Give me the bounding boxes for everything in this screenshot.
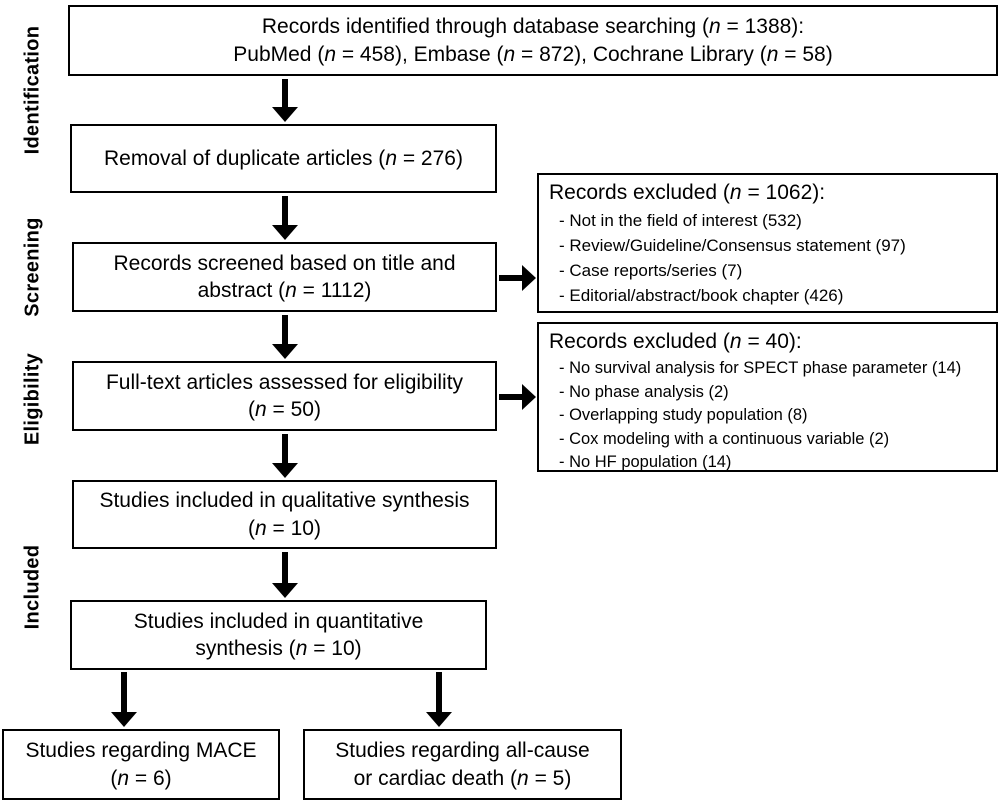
exclusion-reason: - Cox modeling with a continuous variabl… <box>559 429 890 448</box>
stage-label-screening: Screening <box>21 217 44 317</box>
stage-label-identification: Identification <box>21 25 44 155</box>
arrow-qualitative-to-quantitative <box>272 552 298 598</box>
stage-label-eligibility: Eligibility <box>21 352 44 446</box>
stage-label-included: Included <box>21 544 44 630</box>
box-records-excluded-screening: Records excluded (n = 1062): - Not in th… <box>537 173 998 313</box>
arrow-quantitative-to-death <box>426 672 452 727</box>
exclusion-reason: - Not in the field of interest (532) <box>559 211 802 230</box>
exclusion-reason: - Case reports/series (7) <box>559 261 743 280</box>
exclusion-reason: - No survival analysis for SPECT phase p… <box>559 359 962 377</box>
arrow-identified-to-duplicates <box>272 79 298 122</box>
exclusion-reason: - No HF population (14) <box>559 453 732 471</box>
exclusion-list: - No survival analysis for SPECT phase p… <box>539 357 996 475</box>
box-label: Removal of duplicate articles (n = 276) <box>104 146 463 170</box>
arrow-screened-to-fulltext <box>272 315 298 359</box>
exclusion-reason: - Overlapping study population (8) <box>559 406 808 424</box>
box-label: Full-text articles assessed for eligibil… <box>105 370 464 421</box>
box-duplicates-removed: Removal of duplicate articles (n = 276) <box>70 124 497 193</box>
box-label: Studies included in qualitative synthesi… <box>99 489 470 540</box>
exclusion-reason: - No phase analysis (2) <box>559 382 729 401</box>
arrow-fulltext-to-qualitative <box>272 434 298 478</box>
box-studies-mace: Studies regarding MACE(n = 6) <box>2 729 280 800</box>
exclusion-reason: - Review/Guideline/Consensus statement (… <box>559 236 906 255</box>
exclusion-list: - Not in the field of interest (532) - Re… <box>539 208 996 308</box>
box-records-identified: Records identified through database sear… <box>68 5 998 76</box>
exclusion-heading: Records excluded (n = 1062): <box>549 181 826 204</box>
exclusion-heading: Records excluded (n = 40): <box>549 330 802 353</box>
box-qualitative-synthesis: Studies included in qualitative synthesi… <box>72 480 497 549</box>
arrow-screened-to-excluded <box>499 265 536 291</box>
box-label: Studies regarding MACE(n = 6) <box>25 739 257 790</box>
box-records-excluded-eligibility: Records excluded (n = 40): - No survival… <box>537 322 998 472</box>
arrow-duplicates-to-screened <box>272 196 298 240</box>
box-label: Records identified through database sear… <box>233 15 833 66</box>
box-full-text-assessed: Full-text articles assessed for eligibil… <box>72 361 497 431</box>
exclusion-reason: - Editorial/abstract/book chapter (426) <box>559 286 844 305</box>
arrow-fulltext-to-excluded <box>499 384 536 410</box>
arrow-quantitative-to-mace <box>111 672 137 727</box>
